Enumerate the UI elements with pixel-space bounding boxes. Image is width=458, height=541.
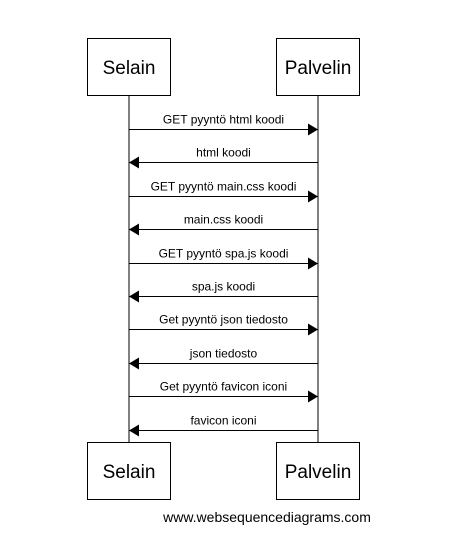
- participant-box: [87, 38, 171, 96]
- message-2: html koodi: [129, 146, 318, 169]
- participant-label: Palvelin: [285, 58, 352, 79]
- message-label: json tiedosto: [189, 347, 258, 361]
- participant-label: Selain: [103, 58, 156, 79]
- message-label: favicon iconi: [190, 414, 256, 428]
- message-8: json tiedosto: [129, 347, 318, 370]
- participant-box: [276, 38, 360, 96]
- message-label: Get pyyntö json tiedosto: [159, 313, 288, 327]
- message-3: GET pyyntö main.css koodi: [129, 180, 318, 203]
- message-7: Get pyyntö json tiedosto: [129, 313, 318, 336]
- message-label: html koodi: [196, 146, 251, 160]
- message-label: spa.js koodi: [192, 280, 255, 294]
- participant-box: [276, 442, 360, 500]
- message-1: GET pyyntö html koodi: [129, 113, 318, 136]
- participant-selain-bottom: Selain: [87, 442, 171, 500]
- message-label: GET pyyntö main.css koodi: [151, 180, 297, 194]
- participant-label: Palvelin: [285, 462, 352, 483]
- message-9: Get pyyntö favicon iconi: [129, 380, 318, 403]
- participant-selain-top: Selain: [87, 38, 171, 96]
- message-label: GET pyyntö spa.js koodi: [159, 247, 289, 261]
- message-10: favicon iconi: [129, 414, 318, 437]
- message-4: main.css koodi: [129, 213, 318, 236]
- message-6: spa.js koodi: [129, 280, 318, 303]
- credit-text[interactable]: www.websequencediagrams.com: [163, 509, 371, 525]
- message-label: main.css koodi: [184, 213, 263, 227]
- message-label: GET pyyntö html koodi: [163, 113, 284, 127]
- message-label: Get pyyntö favicon iconi: [160, 380, 287, 394]
- participant-palvelin-bottom: Palvelin: [276, 442, 360, 500]
- message-5: GET pyyntö spa.js koodi: [129, 247, 318, 270]
- participant-palvelin-top: Palvelin: [276, 38, 360, 96]
- participant-label: Selain: [103, 462, 156, 483]
- participant-box: [87, 442, 171, 500]
